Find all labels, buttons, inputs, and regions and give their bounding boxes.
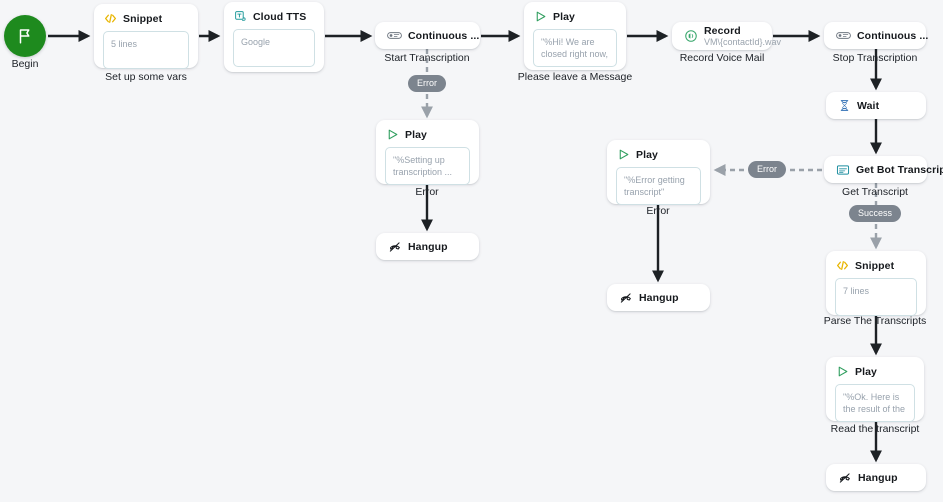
cloud-tts-icon — [234, 10, 247, 23]
badge-success-get-transcript[interactable]: Success — [848, 205, 902, 222]
caption-start-transcription: Start Transcription — [384, 52, 470, 64]
caption-stop-transcription: Stop Transcription — [832, 52, 918, 64]
hangup-icon — [619, 291, 633, 305]
node-header: Hangup — [826, 464, 926, 491]
flag-icon — [16, 27, 34, 45]
badge-error-start-transcription[interactable]: Error — [408, 75, 446, 92]
node-body-text: "%Ok. Here is the result of the ... — [835, 384, 915, 422]
node-title: Play — [636, 148, 658, 161]
node-begin[interactable] — [4, 15, 46, 57]
transcript-icon — [836, 163, 850, 177]
node-continuous-stop[interactable]: Continuous ... — [824, 22, 929, 49]
play-icon — [534, 10, 547, 23]
node-body-text: 7 lines — [835, 278, 917, 316]
node-header: Snippet — [94, 4, 198, 27]
hourglass-icon — [838, 99, 851, 112]
code-snippet-icon — [104, 12, 117, 25]
badge-error-get-transcript[interactable]: Error — [748, 161, 786, 178]
caption-parse-the-transcripts: Parse The Transcripts — [823, 315, 927, 327]
node-body-text: "%Setting up transcription ... — [385, 147, 470, 185]
node-title: Snippet — [123, 12, 163, 25]
node-title: Cloud TTS — [253, 10, 307, 23]
caption-error-middle: Error — [646, 205, 670, 217]
node-play-result[interactable]: Play "%Ok. Here is the result of the ... — [826, 357, 924, 422]
play-icon — [617, 148, 630, 161]
node-title: Play — [553, 10, 575, 23]
continuous-toggle-icon — [836, 30, 851, 41]
node-title: Hangup — [639, 291, 679, 304]
node-wait[interactable]: Wait — [826, 92, 926, 119]
node-header: Play — [607, 140, 710, 163]
node-title: Wait — [857, 99, 880, 112]
node-snippet-vars[interactable]: Snippet 5 lines — [94, 4, 198, 69]
node-play-error-transcript[interactable]: Play "%Error getting transcript" — [607, 140, 710, 205]
node-title: Play — [855, 365, 877, 378]
continuous-toggle-icon — [387, 30, 402, 41]
node-body-text: 5 lines — [103, 31, 189, 69]
caption-read-the-transcript: Read the transcript — [830, 423, 920, 435]
node-hangup-left[interactable]: Hangup — [376, 233, 479, 260]
node-get-bot-transcript[interactable]: Get Bot Transcript — [824, 156, 943, 183]
node-header: Play — [524, 2, 626, 25]
node-header: Play — [826, 357, 924, 380]
node-header: Hangup — [607, 284, 710, 311]
node-body-text: "%Error getting transcript" — [616, 167, 701, 205]
node-header: Continuous ... — [824, 22, 929, 49]
node-body-text: Google — [233, 29, 315, 67]
node-title: Record — [704, 24, 741, 37]
node-cloud-tts[interactable]: Cloud TTS Google — [224, 2, 324, 72]
caption-record-voice-mail: Record Voice Mail — [679, 52, 765, 64]
node-subtitle: VM\{contactId}.wav — [704, 36, 782, 47]
caption-set-up-some-vars: Set up some vars — [105, 71, 187, 83]
hangup-icon — [838, 471, 852, 485]
play-icon — [836, 365, 849, 378]
node-title: Snippet — [855, 259, 895, 272]
node-hangup-right[interactable]: Hangup — [826, 464, 926, 491]
node-snippet-parse[interactable]: Snippet 7 lines — [826, 251, 926, 316]
caption-get-transcript: Get Transcript — [842, 186, 908, 198]
node-header: Continuous ... — [375, 22, 480, 49]
node-header: Play — [376, 120, 479, 143]
node-body-text: "%Hi! We are closed right now, ... — [533, 29, 617, 67]
node-header: Snippet — [826, 251, 926, 274]
node-header: Cloud TTS — [224, 2, 324, 25]
hangup-icon — [388, 240, 402, 254]
node-title: Hangup — [408, 240, 448, 253]
node-continuous-start[interactable]: Continuous ... — [375, 22, 480, 49]
node-title: Continuous ... — [408, 29, 480, 42]
node-header-stack: Record VM\{contactId}.wav — [704, 25, 781, 48]
node-header: Get Bot Transcript — [824, 156, 943, 183]
node-hangup-middle[interactable]: Hangup — [607, 284, 710, 311]
node-play-setup-error[interactable]: Play "%Setting up transcription ... — [376, 120, 479, 185]
node-header: Wait — [826, 92, 926, 119]
node-title: Hangup — [858, 471, 898, 484]
node-play-greeting[interactable]: Play "%Hi! We are closed right now, ... — [524, 2, 626, 70]
caption-error-left: Error — [415, 186, 439, 198]
node-title: Play — [405, 128, 427, 141]
node-record-voicemail[interactable]: Record VM\{contactId}.wav — [672, 22, 781, 50]
caption-please-leave-a-message: Please leave a Message — [517, 71, 633, 83]
node-header: Hangup — [376, 233, 479, 260]
code-snippet-icon — [836, 259, 849, 272]
node-header: Record VM\{contactId}.wav — [672, 22, 781, 50]
caption-begin: Begin — [11, 58, 39, 70]
node-title: Continuous ... — [857, 29, 929, 42]
record-icon — [684, 29, 698, 43]
play-icon — [386, 128, 399, 141]
node-title: Get Bot Transcript — [856, 163, 943, 176]
